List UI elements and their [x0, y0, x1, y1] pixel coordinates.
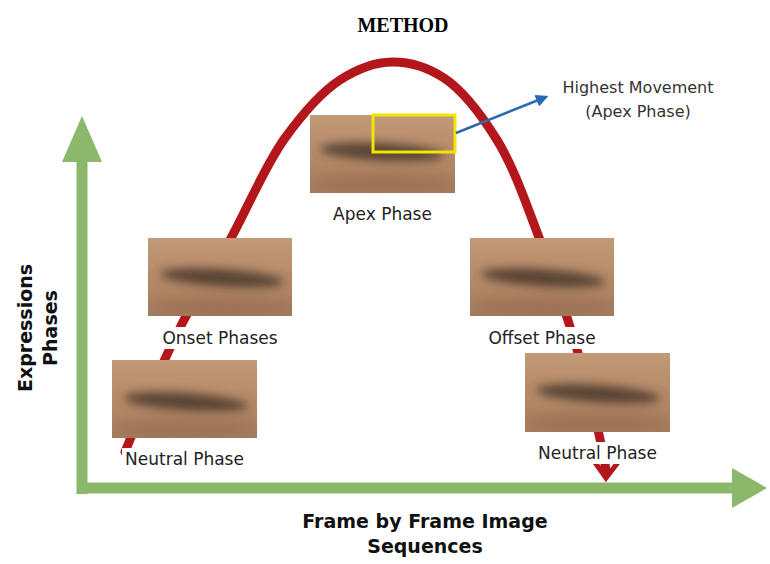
axes	[62, 116, 767, 508]
eyebrow-image	[148, 238, 292, 316]
phase-caption: Offset Phase	[485, 327, 598, 349]
axis-label: Frame by Frame Image Sequences	[260, 509, 590, 559]
phase-panel: Onset Phases	[148, 238, 292, 349]
phase-panel: Neutral Phase	[525, 353, 670, 464]
phase-caption: Apex Phase	[330, 203, 435, 225]
x-axis	[77, 483, 734, 494]
phase-caption: Neutral Phase	[535, 442, 660, 464]
phase-panel: Neutral Phase	[112, 360, 257, 470]
x-axis-arrowhead	[732, 468, 767, 508]
axis-label: Expressions Phases	[12, 246, 62, 411]
y-axis	[77, 158, 88, 494]
callout-label: Highest Movement (Apex Phase)	[548, 76, 728, 124]
title: METHOD	[357, 14, 448, 37]
phase-caption: Neutral Phase	[122, 448, 247, 470]
phase-panel: Apex Phase	[310, 115, 455, 225]
highlight-box	[373, 115, 455, 152]
phase-panel: Offset Phase	[470, 238, 614, 349]
phase-caption: Onset Phases	[159, 327, 280, 349]
eyebrow-image	[112, 360, 257, 438]
eyebrow-image	[525, 353, 670, 432]
eyebrow-image	[470, 238, 614, 316]
leader-arrow	[456, 97, 546, 133]
eyebrow-image	[310, 115, 455, 193]
y-axis-arrowhead	[62, 116, 102, 162]
